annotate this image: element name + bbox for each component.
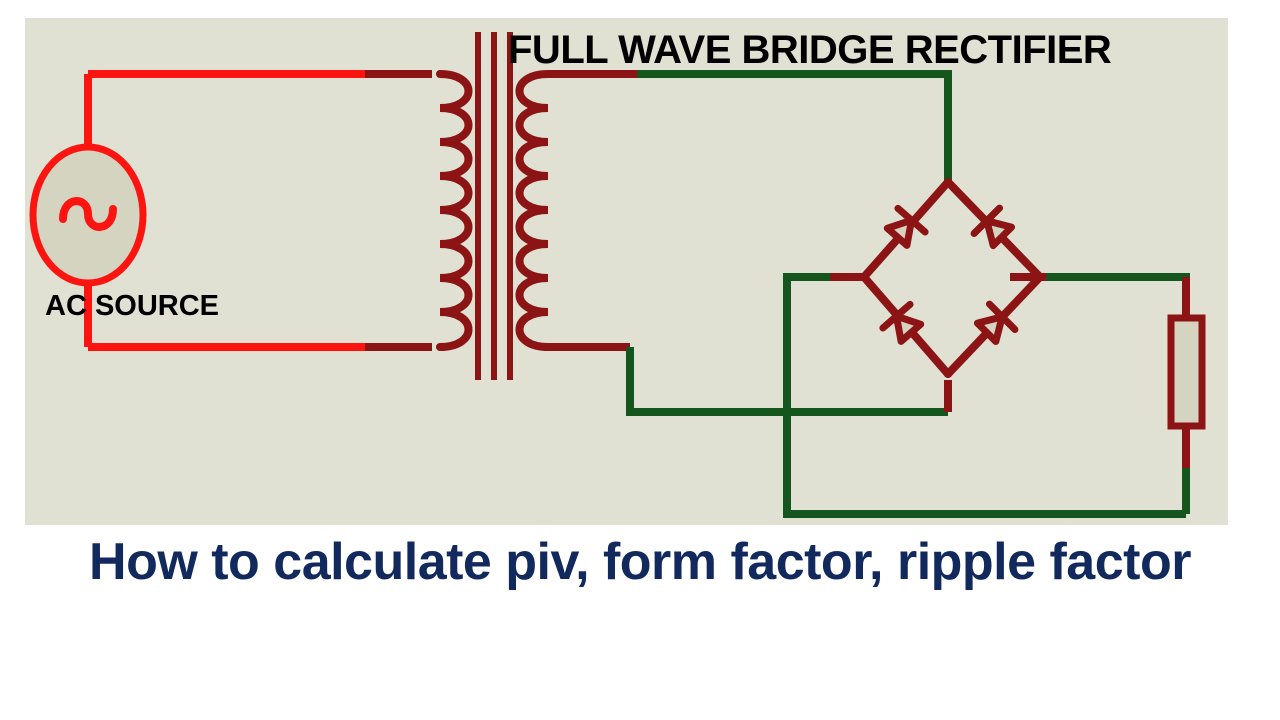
wire-top-to-bridge <box>633 70 952 180</box>
wire-right-node-to-load <box>1040 273 1190 322</box>
page-caption: How to calculate piv, form factor, rippl… <box>89 533 1191 591</box>
diagram-title: FULL WAVE BRIDGE RECTIFIER <box>508 28 1112 72</box>
wire-bottom-to-bridge <box>626 347 948 416</box>
load-resistor <box>1167 314 1206 430</box>
transformer-primary-coil <box>436 70 473 351</box>
ac-source-label: AC SOURCE <box>45 290 220 322</box>
transformer-core <box>475 32 513 380</box>
ac-source-symbol <box>29 143 147 287</box>
circuit-diagram <box>29 32 1206 518</box>
wire-left-node-to-load-return <box>783 273 1186 518</box>
green-wiring <box>626 70 1190 518</box>
transformer <box>365 32 637 380</box>
schematic-panel <box>25 18 1228 525</box>
bridge-rectifier <box>860 178 1044 378</box>
transformer-secondary-coil <box>515 70 552 351</box>
